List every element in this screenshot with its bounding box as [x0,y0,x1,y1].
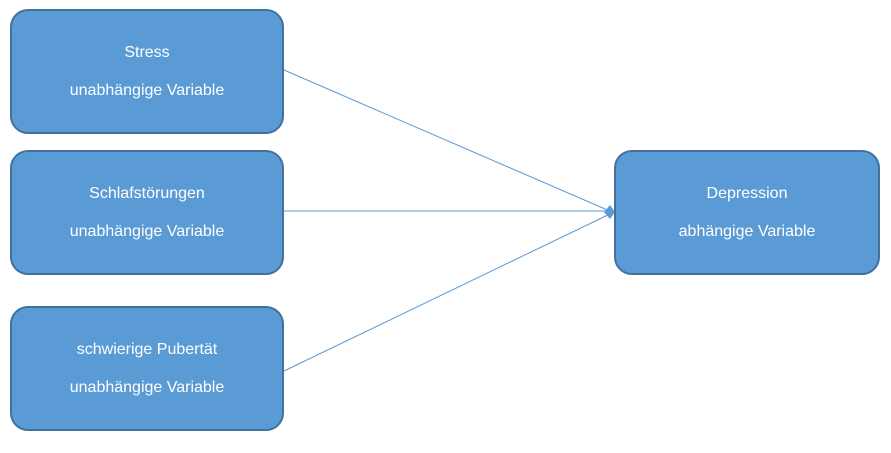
node-title: Depression [706,184,788,202]
connector-puberty-to-depression [283,212,613,372]
node-title: Stress [124,43,170,61]
node-depression: Depression abhängige Variable [614,150,880,275]
connector-stress-to-depression [283,69,613,213]
node-role: abhängige Variable [678,222,816,240]
node-title: Schlafstörungen [89,184,205,202]
node-role: unabhängige Variable [69,378,225,396]
node-role: unabhängige Variable [69,222,225,240]
node-difficult-puberty: schwierige Pubertät unabhängige Variable [10,306,284,431]
node-title: schwierige Pubertät [76,340,218,358]
node-stress: Stress unabhängige Variable [10,9,284,134]
node-sleep-disorders: Schlafstörungen unabhängige Variable [10,150,284,275]
node-role: unabhängige Variable [69,81,225,99]
